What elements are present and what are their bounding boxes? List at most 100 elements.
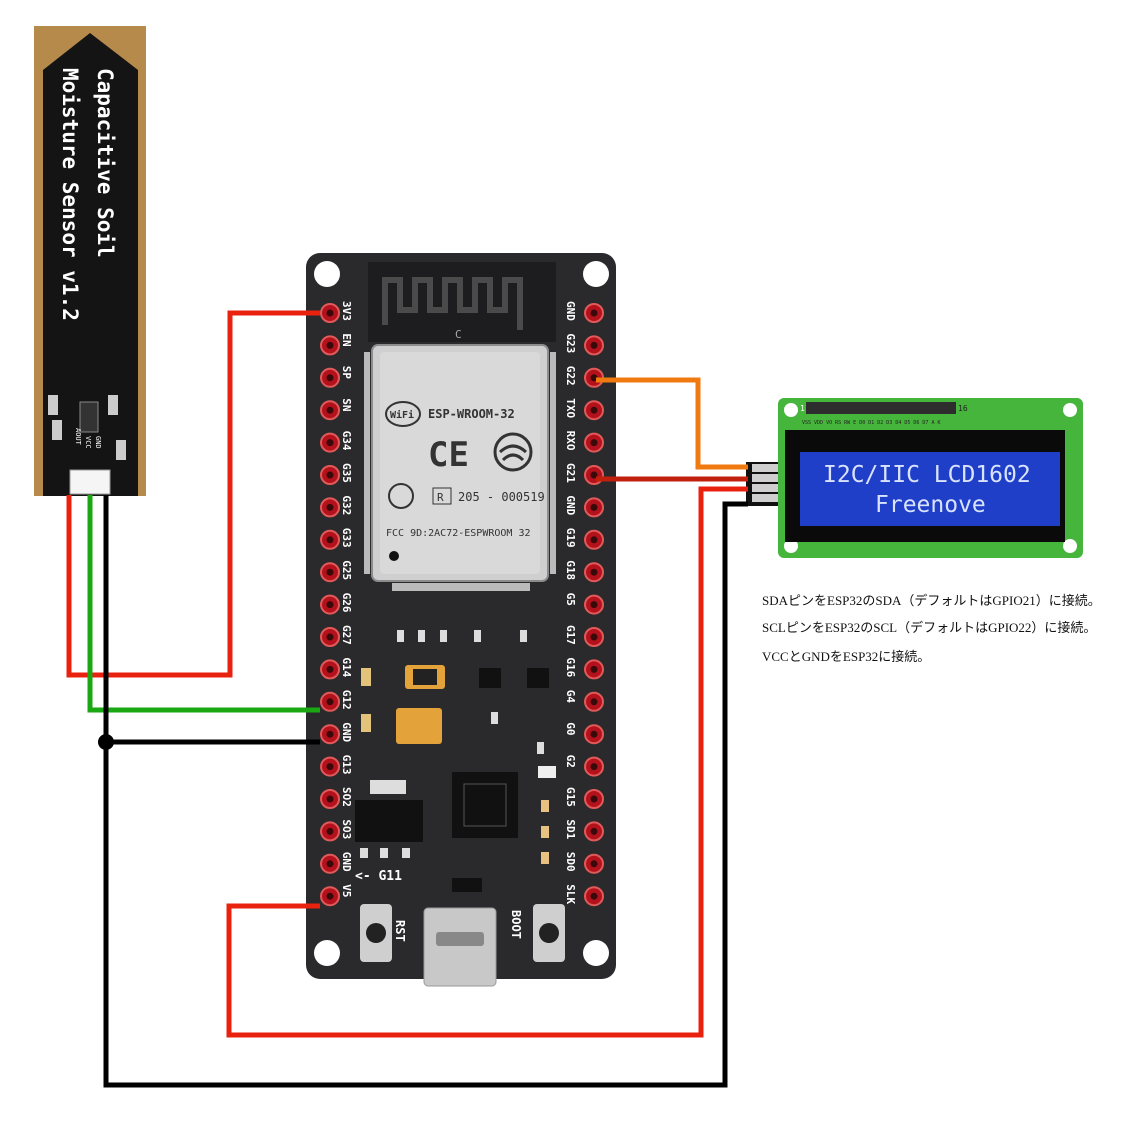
lcd-header-row [806,402,956,414]
right-pin-hole-g22-2 [590,374,598,382]
usb-port [423,907,497,987]
left-pin-hole-3v3-0 [326,309,334,317]
sensor-board [43,33,138,496]
sensor-pin-vcc: VCC [84,436,92,449]
left-pin-hole-g14-11 [326,665,334,673]
left-pin-hole-sp-2 [326,374,334,382]
left-pin-hole-gnd-13 [326,730,334,738]
left-pin-label-g14-11: G14 [340,657,353,677]
lcd1602-module: 1 16 VSS VDD VO RS RW E D0 D1 D2 D3 D4 D… [746,398,1083,558]
sensor-component [52,420,62,440]
lcd-pin-strip: VSS VDD VO RS RW E D0 D1 D2 D3 D4 D5 D6 … [802,420,940,426]
note-scl: SCLピンをESP32のSCL（デフォルトはGPIO22）に接続。 [762,620,1097,635]
mount-hole [314,261,340,287]
left-pin-label-so3-16: SO3 [340,819,353,839]
sensor-label-line2: Moisture Sensor v1.2 [58,68,82,321]
right-pin-label-g18-8: G18 [564,560,577,580]
left-pin-hole-g12-12 [326,698,334,706]
antenna-trace [382,277,523,330]
wires [66,310,748,1088]
lcd-header-right: 16 [958,404,968,413]
board-components [355,630,556,892]
left-pin-label-g25-8: G25 [340,560,353,580]
wifi-logo-text: WiFi [390,409,414,421]
left-pin-hole-gnd-17 [326,860,334,868]
right-pin-label-txo-3: TXO [564,398,577,418]
rst-button-cap[interactable] [366,923,386,943]
right-pin-hole-g5-9 [590,601,598,609]
right-pin-hole-g0-13 [590,730,598,738]
right-pin-hole-gnd-6 [590,503,598,511]
left-pin-hole-sn-3 [326,406,334,414]
right-pin-label-gnd-0: GND [564,301,577,321]
wire-junction [98,734,114,750]
left-pin-label-g26-9: G26 [340,593,353,613]
wire-sensor-vcc-to-3v3 [66,310,320,678]
right-pin-hole-g2-14 [590,763,598,771]
ce-mark: CE [428,435,469,475]
lcd-line1: I2C/IIC LCD1602 [823,462,1031,488]
right-pin-label-slk-18: SLK [564,884,577,904]
boot-label: BOOT [509,910,523,939]
g11-label: <- G11 [355,869,402,884]
module-side-pins [364,352,556,591]
sensor-chip [79,401,99,433]
left-pin-hole-g32-6 [326,503,334,511]
left-pin-hole-so2-15 [326,795,334,803]
left-pin-label-so2-15: SO2 [340,787,353,807]
esp32-board: C WiFi ESP-WROOM-32 CE R 205 - 000519 FC… [306,253,616,987]
right-pin-hole-sd0-17 [590,860,598,868]
right-pin-hole-g19-7 [590,536,598,544]
right-pin-label-gnd-6: GND [564,495,577,515]
sensor-pin-aout: AOUT [74,428,82,446]
left-pin-label-gnd-17: GND [340,852,353,872]
sensor-label-line1: Capacitive Soil [93,68,117,258]
lcd-screen [800,452,1060,526]
left-pin-hole-g13-14 [326,763,334,771]
right-pin-label-g2-14: G2 [564,755,577,768]
right-pin-hole-g21-5 [590,471,598,479]
module-pin1-dot [389,551,399,561]
left-pin-label-sp-2: SP [340,366,353,380]
left-pin-hole-g25-8 [326,568,334,576]
wifi-logo [385,401,421,427]
right-pin-label-rxo-4: RXO [564,431,577,451]
telec-mark-icon [388,483,414,509]
left-pin-header: 3V3ENSPSNG34G35G32G33G25G26G27G14G12GNDG… [320,301,353,907]
lcd-line2: Freenove [875,492,986,518]
left-pin-label-g12-12: G12 [340,690,353,710]
left-pin-hole-g27-10 [326,633,334,641]
wire-sensor-aout-to-g12 [87,495,320,713]
cert-mark: R [437,491,444,504]
sensor-component [116,440,126,460]
boot-button-cap[interactable] [539,923,559,943]
mount-hole [583,261,609,287]
left-pin-label-en-1: EN [340,333,353,346]
left-pin-label-g34-4: G34 [340,431,353,451]
right-pin-hole-g15-15 [590,795,598,803]
cert-mark-box [432,487,452,505]
espressif-logo-swirl [498,444,528,462]
right-pin-hole-g18-8 [590,568,598,576]
left-pin-hole-g34-4 [326,439,334,447]
right-pin-header: GNDG23G22TXORXOG21GNDG19G18G5G17G16G4G0G… [564,301,604,907]
right-pin-hole-g23-1 [590,341,598,349]
right-pin-label-g5-9: G5 [564,593,577,606]
right-pin-label-sd1-16: SD1 [564,819,577,839]
left-pin-label-sn-3: SN [340,398,353,411]
left-pin-label-g13-14: G13 [340,755,353,775]
right-pin-hole-g16-11 [590,665,598,673]
left-pin-label-gnd-13: GND [340,722,353,742]
wire-sensor-gnd [103,495,748,1088]
module-shield-inner [380,352,540,574]
left-pin-hole-en-1 [326,341,334,349]
right-pin-hole-g17-10 [590,633,598,641]
lcd-header-left: 1 [800,404,805,413]
note-sda: SDAピンをESP32のSDA（デフォルトはGPIO21）に接続。 [762,593,1101,608]
right-pin-label-g0-13: G0 [564,722,577,735]
note-power: VCCとGNDをESP32に接続。 [762,649,931,664]
right-pin-label-g16-11: G16 [564,657,577,677]
left-pin-label-g27-10: G27 [340,625,353,645]
right-pin-label-g17-10: G17 [564,625,577,645]
